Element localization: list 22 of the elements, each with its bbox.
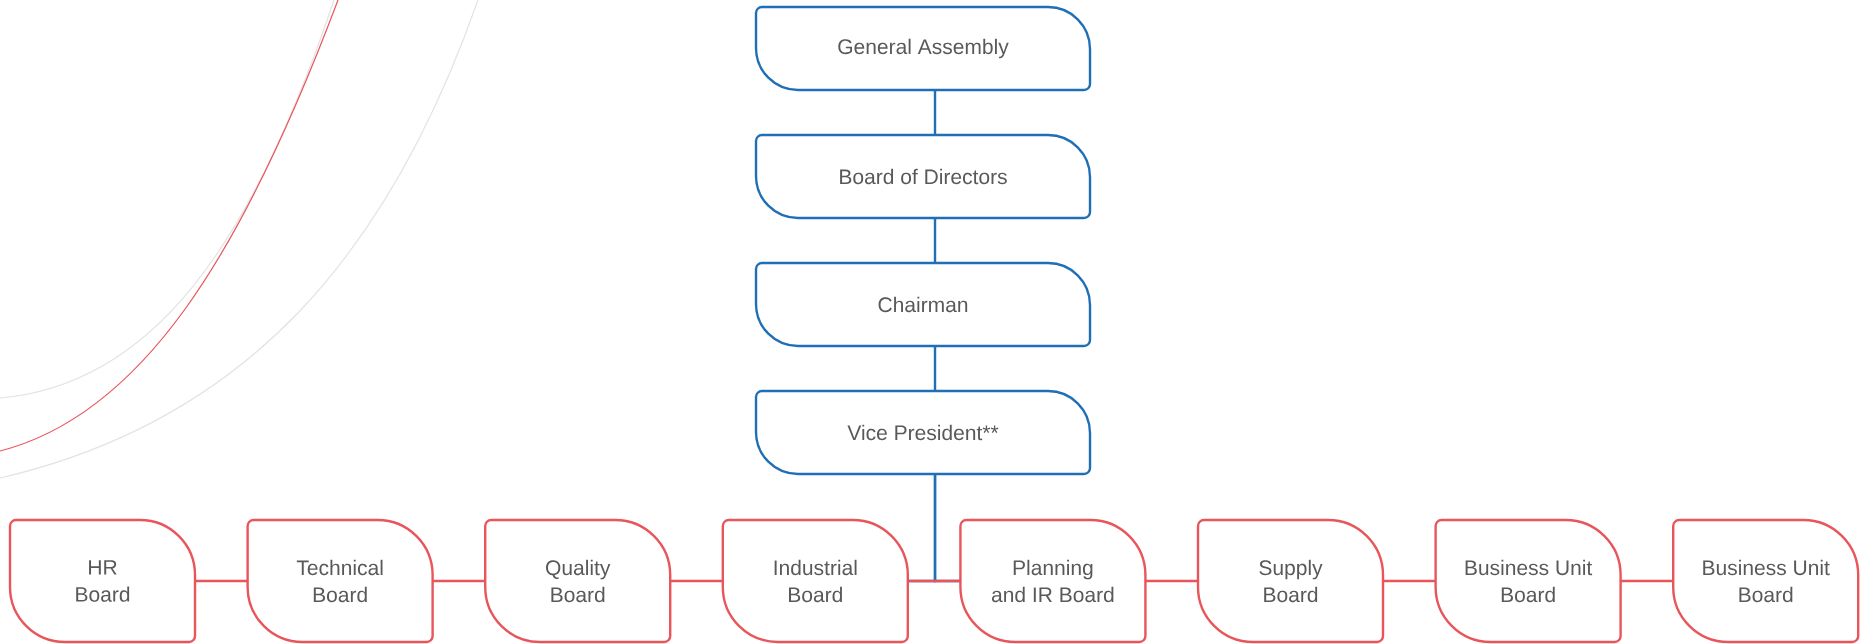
board-box: HR Board [8,518,197,644]
connector-line [908,579,961,583]
board-box: Supply Board [1196,518,1385,644]
connector-line [933,90,937,135]
connector-line [670,579,723,583]
connector-line [195,579,248,583]
board-box: Planning and IR Board [959,518,1147,644]
connector-line [933,218,937,263]
connector-line [1620,579,1673,583]
connector-line [432,579,485,583]
connector-line [933,346,937,391]
board-box: Vice President** [754,389,1092,476]
board-box: Quality Board [484,518,672,644]
board-box: Industrial Board [721,518,909,644]
connector-line [1383,579,1436,583]
board-box: Board of Directors [754,133,1092,220]
board-box: General Assembly [754,5,1092,92]
board-box: Business Unit Board [1434,518,1622,644]
board-box: Technical Board [246,518,434,644]
board-box: Business Unit Board [1672,518,1860,644]
connector-line [1145,579,1198,583]
board-box: Chairman [754,261,1092,348]
